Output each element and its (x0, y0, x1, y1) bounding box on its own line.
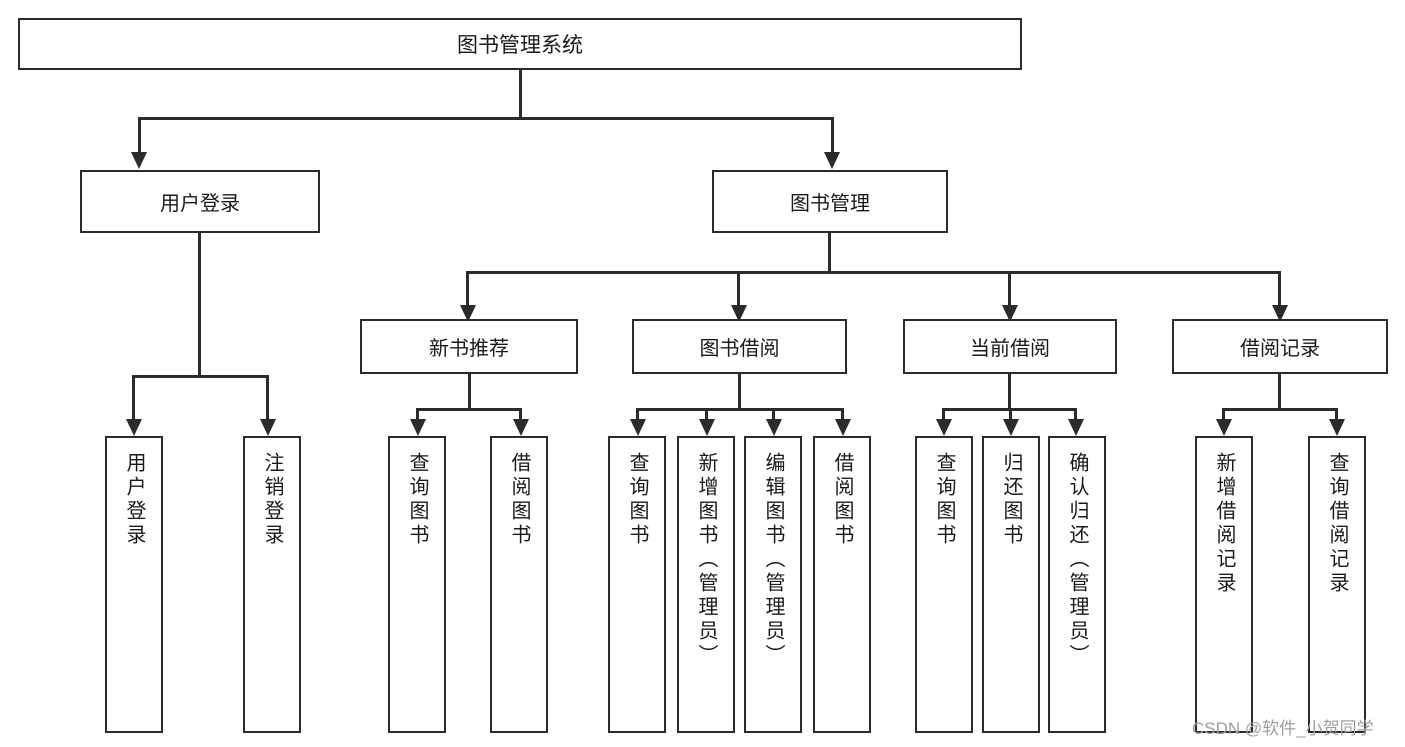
arrowhead-bookborrow-leaf-3 (766, 419, 782, 436)
leaf-label: 查询图书 (406, 452, 428, 548)
node-label: 用户登录 (160, 193, 240, 215)
node-label: 当前借阅 (970, 338, 1050, 360)
connector-currentborrow-drop-2 (1009, 408, 1012, 420)
connector-bookborrow-drop-1 (636, 408, 639, 420)
node-new-book-recommend[interactable]: 新书推荐 (360, 319, 578, 374)
arrowhead-bookborrow-leaf-1 (630, 419, 646, 436)
connector-bookmgmt-drop-4 (1278, 271, 1281, 306)
node-label: 图书管理 (790, 193, 870, 215)
connector-userlogin-stem (198, 233, 201, 375)
connector-bookborrow-drop-4 (841, 408, 844, 420)
connector-newbook-stem (468, 374, 471, 408)
connector-currentborrow-drop-3 (1074, 408, 1077, 420)
leaf-label: 查询图书 (626, 452, 648, 548)
connector-root-stem (519, 70, 522, 117)
connector-bookborrow-bus (636, 408, 844, 411)
connector-newbook-drop-2 (519, 408, 522, 420)
connector-currentborrow-stem (1008, 374, 1011, 408)
arrowhead-newbook-leaf-2 (513, 419, 529, 436)
arrowhead-borrowrecord-leaf-1 (1216, 419, 1232, 436)
leaf-label: 归还图书 (1000, 452, 1022, 548)
leaf-add-borrow-record[interactable]: 新增借阅记录 (1195, 436, 1253, 733)
leaf-query-borrow-record[interactable]: 查询借阅记录 (1308, 436, 1366, 733)
node-borrow-record[interactable]: 借阅记录 (1172, 319, 1388, 374)
connector-currentborrow-drop-1 (942, 408, 945, 420)
connector-newbook-drop-1 (416, 408, 419, 420)
connector-root-drop-2 (831, 117, 834, 153)
arrowhead-to-borrow-record (1272, 305, 1288, 322)
connector-bookmgmt-bus (466, 271, 1280, 274)
connector-userlogin-drop-1 (132, 375, 135, 420)
arrowhead-bookborrow-leaf-2 (699, 419, 715, 436)
leaf-edit-book-admin[interactable]: 编辑图书（管理员） (744, 436, 802, 733)
connector-bookmgmt-drop-3 (1008, 271, 1011, 306)
connector-bookborrow-stem (738, 374, 741, 408)
node-current-borrow[interactable]: 当前借阅 (903, 319, 1117, 374)
leaf-label: 借阅图书 (508, 452, 530, 548)
arrowhead-to-user-login (131, 152, 147, 169)
leaf-label: 借阅图书 (831, 452, 853, 548)
connector-root-bus (138, 117, 834, 120)
connector-borrowrecord-stem (1278, 374, 1281, 408)
watermark-csdn: CSDN @软件_小贺同学 (1192, 719, 1374, 738)
arrowhead-currentborrow-leaf-1 (936, 419, 952, 436)
node-root-system[interactable]: 图书管理系统 (18, 18, 1022, 70)
node-book-management[interactable]: 图书管理 (712, 170, 948, 233)
arrowhead-bookborrow-leaf-4 (835, 419, 851, 436)
node-label: 新书推荐 (429, 338, 509, 360)
leaf-borrow-book[interactable]: 借阅图书 (813, 436, 871, 733)
leaf-add-book-admin[interactable]: 新增图书（管理员） (677, 436, 735, 733)
leaf-query-book-borrow[interactable]: 查询图书 (608, 436, 666, 733)
leaf-query-book-recommend[interactable]: 查询图书 (388, 436, 446, 733)
leaf-label: 确认归还（管理员） (1066, 452, 1088, 668)
arrowhead-to-new-book-recommend (460, 305, 476, 322)
node-book-borrow[interactable]: 图书借阅 (632, 319, 847, 374)
connector-root-drop-1 (138, 117, 141, 153)
leaf-user-login[interactable]: 用户登录 (105, 436, 163, 733)
arrowhead-currentborrow-leaf-3 (1068, 419, 1084, 436)
connector-borrowrecord-drop-2 (1335, 408, 1338, 420)
leaf-logout[interactable]: 注销登录 (243, 436, 301, 733)
arrowhead-to-current-borrow (1002, 305, 1018, 322)
node-label: 图书借阅 (699, 338, 780, 360)
leaf-label: 编辑图书（管理员） (762, 452, 784, 668)
connector-bookborrow-drop-3 (772, 408, 775, 420)
node-label: 借阅记录 (1240, 338, 1320, 360)
arrowhead-to-book-manage (824, 152, 840, 169)
connector-bookborrow-drop-2 (705, 408, 708, 420)
leaf-query-book-current[interactable]: 查询图书 (915, 436, 973, 733)
connector-bookmgmt-drop-2 (737, 271, 740, 306)
leaf-label: 新增借阅记录 (1213, 452, 1235, 596)
leaf-label: 查询借阅记录 (1326, 452, 1348, 596)
leaf-return-book[interactable]: 归还图书 (982, 436, 1040, 733)
leaf-label: 注销登录 (261, 452, 283, 548)
leaf-label: 新增图书（管理员） (695, 452, 717, 668)
arrowhead-to-leaf-user-login (126, 419, 142, 436)
arrowhead-to-book-borrow (731, 305, 747, 322)
arrowhead-newbook-leaf-1 (410, 419, 426, 436)
connector-bookmgmt-drop-1 (466, 271, 469, 306)
leaf-label: 用户登录 (123, 452, 145, 548)
connector-userlogin-bus (132, 375, 269, 378)
arrowhead-borrowrecord-leaf-2 (1329, 419, 1345, 436)
connector-borrowrecord-bus (1222, 408, 1338, 411)
leaf-label: 查询图书 (933, 452, 955, 548)
node-label: 图书管理系统 (457, 34, 583, 57)
node-user-login[interactable]: 用户登录 (80, 170, 320, 233)
connector-borrowrecord-drop-1 (1222, 408, 1225, 420)
connector-userlogin-drop-2 (266, 375, 269, 420)
connector-bookmgmt-stem (828, 233, 831, 271)
arrowhead-to-leaf-logout (260, 419, 276, 436)
arrowhead-currentborrow-leaf-2 (1003, 419, 1019, 436)
connector-newbook-bus (416, 408, 522, 411)
leaf-confirm-return-admin[interactable]: 确认归还（管理员） (1048, 436, 1106, 733)
leaf-borrow-book-recommend[interactable]: 借阅图书 (490, 436, 548, 733)
